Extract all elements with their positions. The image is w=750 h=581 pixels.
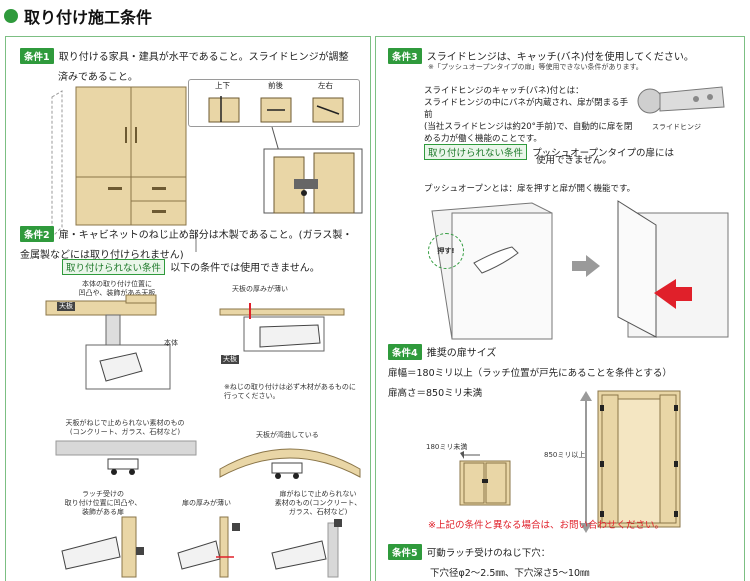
cond4-height-label: 850ミリ以上 [544,451,586,459]
cond2-block: 条件2 扉・キャビネットのねじ止め部分は木製であること。(ガラス製・ 金属製など… [20,223,365,263]
push-def: プッシュオープンとは：扉を押すと扉が開く機能です。 [424,184,636,194]
d2-note: ※ねじの取り付けは必ず木材があるものに 行ってください。 [224,383,364,401]
cond4-block: 条件4 推奨の扉サイズ 扉幅＝180ミリ以上（ラッチ位置が戸先にあることを条件と… [388,341,743,401]
d7-caption: 扉がねじで止められない 素材のもの(コンクリート、 ガラス、石材など) [268,490,368,517]
d2-note-line2: 行ってください。 [224,392,280,400]
right-panel: 条件3 スライドヒンジは、キャッチ(バネ)付を使用してください。 ※「プッシュオ… [375,36,745,581]
hinge-label: スライドヒンジ [652,123,701,131]
cond1-tag: 条件1 [20,48,54,64]
cond2-after-badge: 以下の条件では使用できません。 [170,263,320,274]
d4-illustration [219,448,361,479]
adjust-box: 上下 前後 左右 [188,79,360,127]
bullet-dot-icon [4,9,18,23]
d5-illustration [61,516,144,578]
cond2-text1: 扉・キャビネットのねじ止め部分は木製であること。(ガラス製・ [58,230,353,241]
page-title: 取り付け施工条件 [24,8,153,27]
cond5-line2: 下穴径φ2〜2.5㎜、下穴深さ5〜10㎜ [430,568,590,579]
push-open-illustration [617,200,729,338]
d2-top-label: 天板 [221,355,239,364]
d1-line2: 凹凸や、装飾がある天板 [78,289,156,297]
d1-caption: 本体の取り付け位置に 凹凸や、装飾がある天板 [72,280,162,298]
cond4-line1: 扉幅＝180ミリ以上（ラッチ位置が戸先にあることを条件とする） [388,368,672,379]
cond2-text2: 金属製などには取り付けられません) [20,250,184,261]
tall-cabinet-illustration [580,390,681,533]
cond4-width-label: 180ミリ未満 [426,443,468,451]
cond3-note: ※「プッシュオープンタイプの扉」等使用できない条件があります。 [428,63,643,71]
cond3-block: 条件3 スライドヒンジは、キャッチ(バネ)付を使用してください。 [388,45,738,65]
d5-line2: 取り付け位置に凹凸や、 [64,499,142,507]
cond2-tag: 条件2 [20,226,54,242]
d1-illustration [45,294,171,390]
cond3-desc-line4: める力が働く機能のことです。 [424,134,542,144]
cond3-desc: スライドヒンジのキャッチ(バネ)付とは： スライドヒンジの中にバネが内蔵され、扉… [424,85,634,145]
d5-line1: ラッチ受けの [82,490,124,498]
cond5-block: 条件5 可動ラッチ受けのねじ下穴： 下穴径φ2〜2.5㎜、下穴深さ5〜10㎜ [388,541,743,581]
d7-line2: 素材のもの(コンクリート、 [274,499,362,507]
push-bubble-text: 押す! [437,246,455,255]
title-row: 取り付け施工条件 [4,4,152,28]
d3-line2: (コンクリート、ガラス、石材など) [69,428,181,436]
d3-illustration [55,440,197,475]
d4-caption: 天板が湾曲している [256,431,319,439]
d7-line1: 扉がねじで止められない [279,490,357,498]
d1-body-label: 本体 [164,339,178,347]
d2-note-line1: ※ねじの取り付けは必ず木材があるものに [224,383,356,391]
small-cabinet-illustration [459,451,511,506]
cond1-block: 条件1 取り付ける家具・建具が水平であること。スライドヒンジが調整 済みであるこ… [20,45,360,85]
d6-caption: 扉の厚みが薄い [182,499,231,507]
cond1-text1: 取り付ける家具・建具が水平であること。スライドヒンジが調整 [58,52,349,63]
adjust-label-updown: 上下 [215,81,230,90]
d5-caption: ラッチ受けの 取り付け位置に凹凸や、 装飾がある扉 [58,490,148,517]
slide-hinge-icon [637,86,725,114]
d7-illustration [271,519,342,578]
adjust-label-frontback: 前後 [268,81,283,90]
d1-top-label: 天板 [57,302,75,311]
cond3-desc-line2: スライドヒンジの中にバネが内蔵され、扉が閉まる手前 [424,98,629,120]
hinge-adjust-icons [208,96,344,123]
d2-illustration [219,303,345,352]
right-arrow-icon [572,255,600,277]
adjust-label-leftright: 左右 [318,81,333,90]
d3-line1: 天板がねじで止められない素材のもの [65,419,185,427]
cond1-text2: 済みであること。 [58,72,138,83]
cond5-tag: 条件5 [388,544,422,560]
cond3-desc-line3: (当社スライドヒンジは約20°手前)で、自動的に扉を閉 [424,122,633,132]
hinge-zoom [263,148,363,214]
cond3-tag: 条件3 [388,48,422,64]
cond3-after2: 使用できません。 [536,155,612,166]
d6-illustration [177,516,240,578]
cond3-badge-row: 取り付けられない条件 プッシュオープンタイプの扉には [424,141,674,161]
push-bubble: 押す! [428,233,464,269]
d3-caption: 天板がねじで止められない素材のもの (コンクリート、ガラス、石材など) [60,419,190,437]
d1-line1: 本体の取り付け位置に [82,280,152,288]
cond4-line2: 扉高さ＝850ミリ未満 [388,388,483,399]
cond3-desc-line1: スライドヒンジのキャッチ(バネ)付とは： [424,86,584,96]
cond3-after1: プッシュオープンタイプの扉には [532,148,675,159]
d5-line3: 装飾がある扉 [82,508,124,516]
push-closed-illustration [431,202,553,340]
cabinet-illustration [51,86,197,252]
cond2-badge-row: 取り付けられない条件 以下の条件では使用できません。 [62,256,320,276]
cond5-line1: 可動ラッチ受けのねじ下穴： [426,548,551,559]
cond2-badge: 取り付けられない条件 [62,259,166,275]
cond4-warn: ※上記の条件と異なる場合は、お問い合わせください。 [428,520,664,531]
d2-caption: 天板の厚みが薄い [232,285,288,293]
cond4-title: 推奨の扉サイズ [426,348,497,359]
left-panel: 条件1 取り付ける家具・建具が水平であること。スライドヒンジが調整 済みであるこ… [5,36,371,581]
d7-line3: ガラス、石材など) [288,508,348,516]
cond3-text: スライドヒンジは、キャッチ(バネ)付を使用してください。 [426,52,694,63]
cond3-badge: 取り付けられない条件 [424,144,528,160]
cond4-tag: 条件4 [388,344,422,360]
